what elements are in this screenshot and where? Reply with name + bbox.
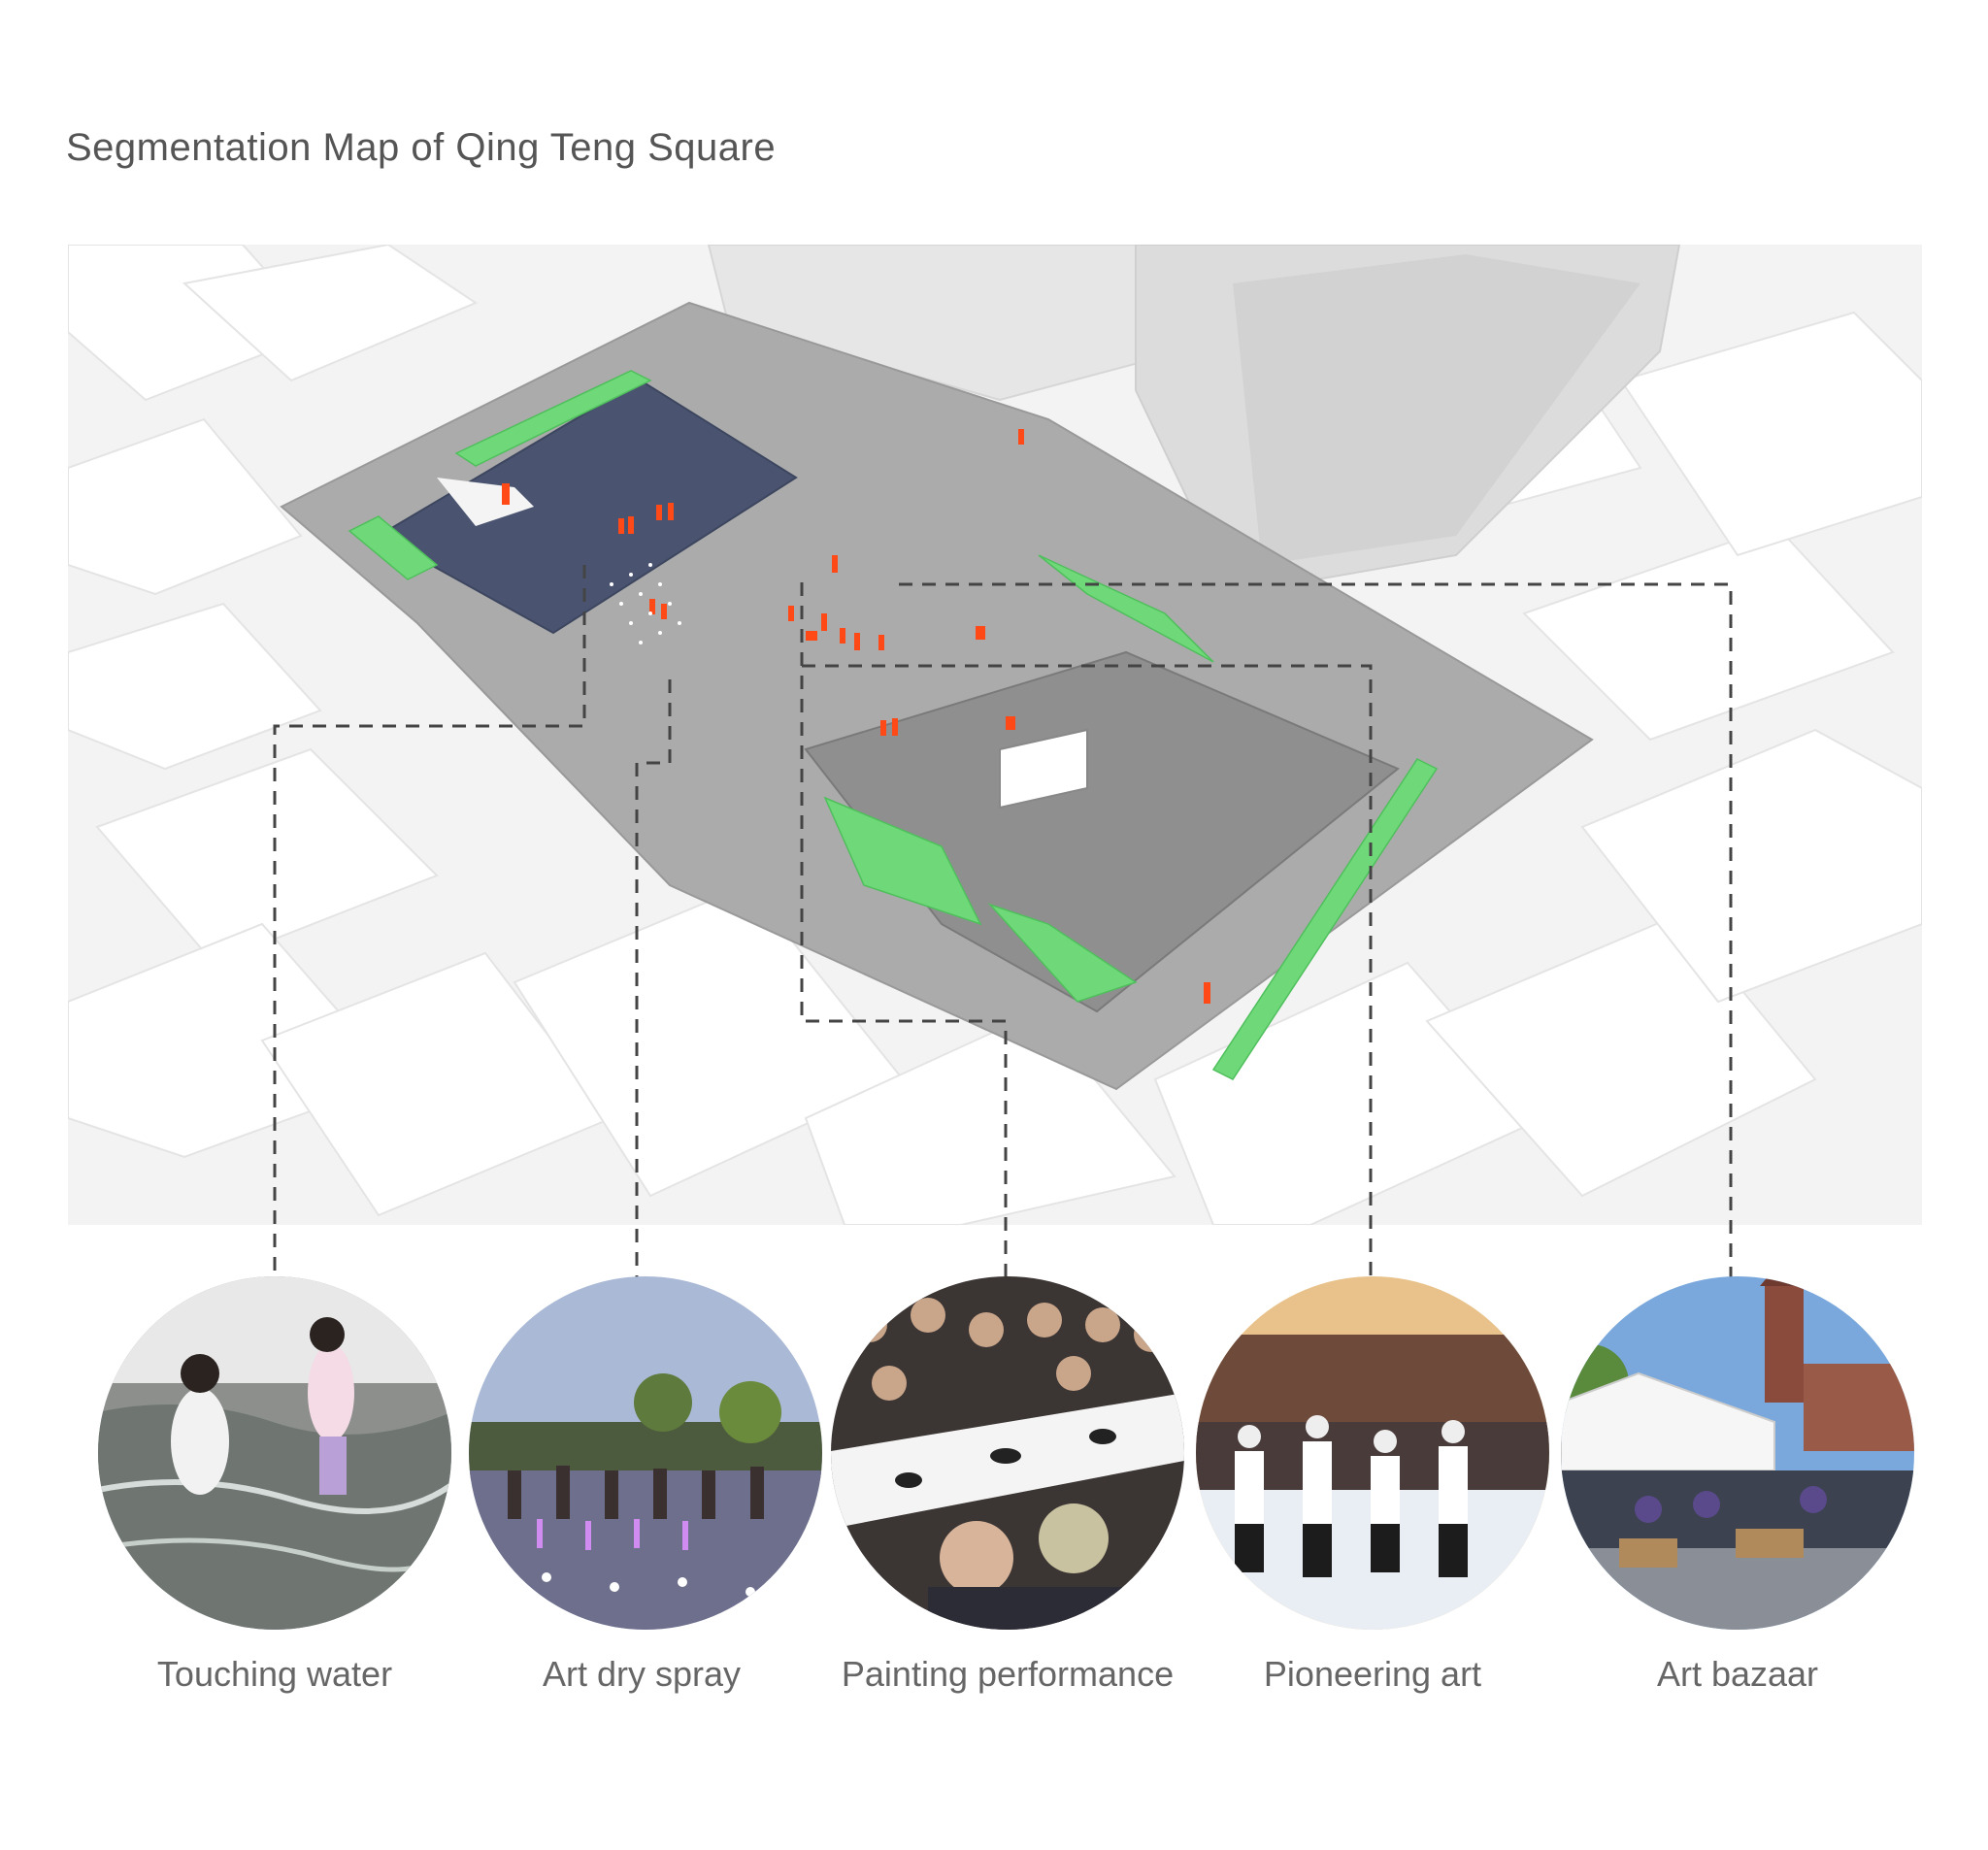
photo-art-dry-spray [469, 1276, 822, 1630]
large-buildings [707, 245, 1681, 596]
spray-nozzles [610, 563, 681, 644]
page-title: Segmentation Map of Qing Teng Square [66, 126, 777, 169]
photo-painting-performance [831, 1276, 1184, 1630]
caption-touching-water: Touching water [156, 1654, 393, 1694]
caption-art-dry-spray: Art dry spray [542, 1654, 742, 1694]
caption-painting-performance: Painting performance [841, 1654, 1175, 1694]
caption-art-bazaar: Art bazaar [1656, 1654, 1819, 1694]
site-map [68, 245, 1922, 1225]
photo-pioneering-art [1196, 1276, 1549, 1630]
caption-pioneering-art: Pioneering art [1263, 1654, 1482, 1694]
photo-touching-water [98, 1276, 451, 1630]
photo-art-bazaar [1561, 1276, 1914, 1630]
